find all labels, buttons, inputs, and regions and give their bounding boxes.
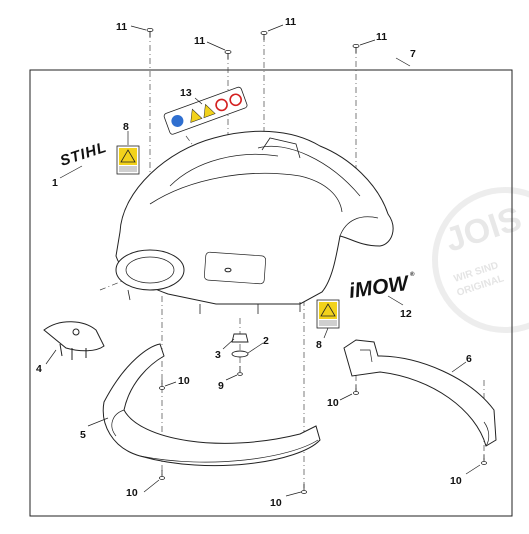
rear-bumper-6 <box>343 339 497 447</box>
screw-11-b <box>224 50 232 59</box>
bumper-element-3 <box>231 333 249 343</box>
callout-8-right: 8 <box>316 339 322 351</box>
callout-6: 6 <box>466 353 472 365</box>
imow-decal-mark: ® <box>410 271 415 278</box>
screw-10-b <box>158 470 165 480</box>
assembly-frame <box>29 69 513 517</box>
screw-10-c <box>300 484 307 494</box>
hazard-sticker-8-right <box>316 299 340 329</box>
callout-10-a: 10 <box>178 375 190 387</box>
callout-7: 7 <box>410 48 416 60</box>
callouts: 11 11 11 11 7 13 8 1 12 8 4 3 2 9 10 5 6… <box>36 16 472 509</box>
imow-decal: iMOW ® <box>347 271 415 303</box>
callout-12: 12 <box>400 308 412 320</box>
screw-10-e <box>480 455 487 465</box>
screw-10-a <box>158 380 165 390</box>
callout-11-a: 11 <box>116 21 127 33</box>
callout-10-c: 10 <box>270 497 282 509</box>
front-bumper-5 <box>102 343 321 467</box>
callout-4: 4 <box>36 363 42 375</box>
callout-9: 9 <box>218 380 224 392</box>
callout-10-b: 10 <box>126 487 138 499</box>
callout-3: 3 <box>215 349 221 361</box>
callout-8-left: 8 <box>123 121 129 133</box>
callout-10-d: 10 <box>327 397 339 409</box>
callout-11-c: 11 <box>285 16 296 28</box>
screw-11-c <box>260 30 268 40</box>
hazard-sticker-8-left <box>116 145 140 175</box>
imow-decal-text: iMOW <box>347 272 411 303</box>
warning-label-13 <box>163 86 248 135</box>
callout-5: 5 <box>80 429 86 441</box>
callout-1: 1 <box>52 177 58 189</box>
mower-hood <box>115 130 394 314</box>
screw-11-d <box>352 44 360 53</box>
screw-10-d <box>352 385 359 395</box>
screw-9 <box>237 366 243 376</box>
leader-lines <box>45 24 481 497</box>
bumper-clip-4 <box>43 321 105 360</box>
washer-2 <box>231 350 249 358</box>
callout-11-d: 11 <box>376 31 387 43</box>
stihl-decal: STIHL <box>58 139 109 170</box>
callout-2: 2 <box>263 335 269 347</box>
callout-10-e: 10 <box>450 475 462 487</box>
callout-13: 13 <box>180 87 192 99</box>
watermark: JOIS WIR SIND ORIGINAL <box>432 187 529 333</box>
screw-11-a <box>146 27 154 37</box>
callout-11-b: 11 <box>194 35 205 47</box>
